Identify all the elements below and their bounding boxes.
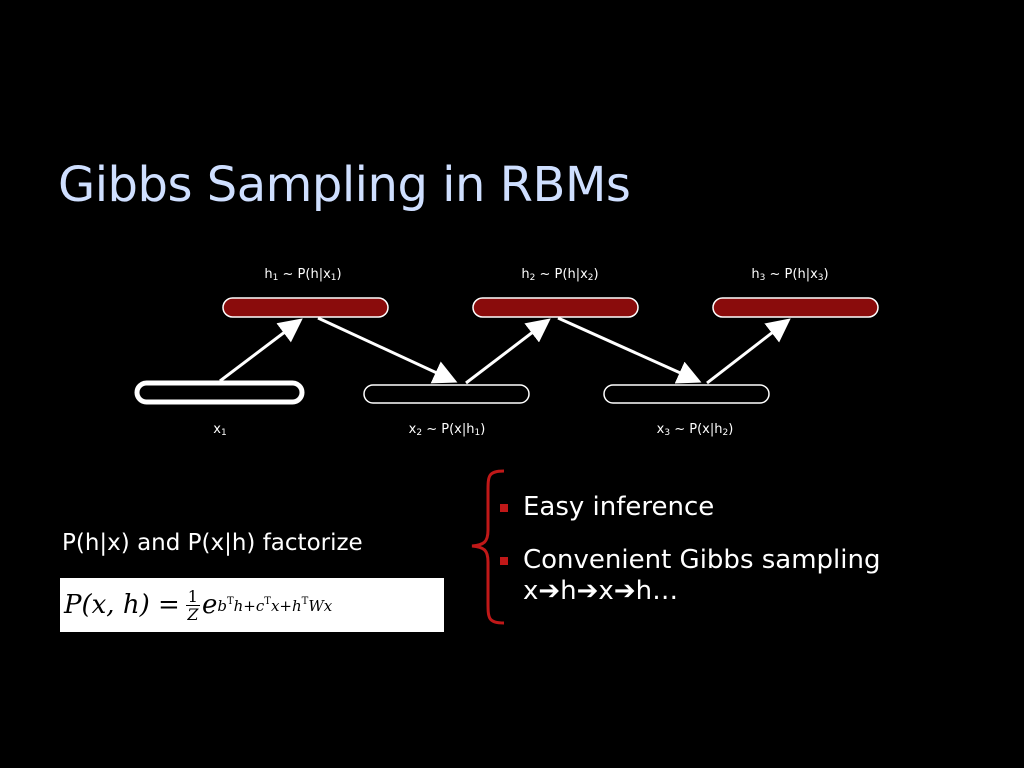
fraction-denominator: Z: [187, 604, 199, 624]
bullet-list: Easy inference Convenient Gibbs sampling…: [498, 492, 881, 629]
bullet-gibbs-sampling: Convenient Gibbs sampling x➔h➔x➔h…: [498, 545, 881, 607]
bullet-subtext: x➔h➔x➔h…: [523, 576, 679, 606]
bullet-text: Convenient Gibbs sampling: [523, 545, 881, 575]
formula-base: e: [201, 590, 218, 620]
label-h1: h1 ~ P(h|x1): [264, 267, 342, 283]
visible-layer-x1: [134, 380, 305, 405]
formula-lhs: P(x, h) =: [64, 590, 180, 620]
arrow-h2-to-x3: [557, 316, 702, 384]
bullet-marker: [500, 504, 508, 512]
hidden-layer-h2: [472, 297, 639, 318]
visible-layer-x3: [603, 384, 770, 404]
factorize-text: P(h|x) and P(x|h) factorize: [62, 530, 363, 556]
arrow-x3-to-h3: [706, 318, 791, 385]
label-x1: x1: [213, 422, 227, 438]
hidden-layer-h1: [222, 297, 389, 318]
label-h3: h3 ~ P(h|x3): [751, 267, 829, 283]
bullet-marker: [500, 557, 508, 565]
formula-exponent: bTh+cTx+hTWx: [217, 595, 333, 615]
visible-layer-x2: [363, 384, 530, 404]
arrow-x1-to-h1: [219, 318, 303, 383]
formula-fraction: 1 Z: [185, 586, 200, 624]
curly-brace: [471, 469, 505, 625]
label-x3: x3 ~ P(x|h2): [656, 422, 734, 438]
slide-title: Gibbs Sampling in RBMs: [58, 157, 631, 213]
bullet-text: Easy inference: [523, 492, 715, 522]
label-h2: h2 ~ P(h|x2): [521, 267, 599, 283]
arrow-x2-to-h2: [465, 318, 551, 385]
hidden-layer-h3: [712, 297, 879, 318]
arrow-h1-to-x2: [317, 316, 458, 384]
fraction-numerator: 1: [185, 586, 200, 606]
label-x2: x2 ~ P(x|h1): [408, 422, 486, 438]
bullet-easy-inference: Easy inference: [498, 492, 881, 523]
